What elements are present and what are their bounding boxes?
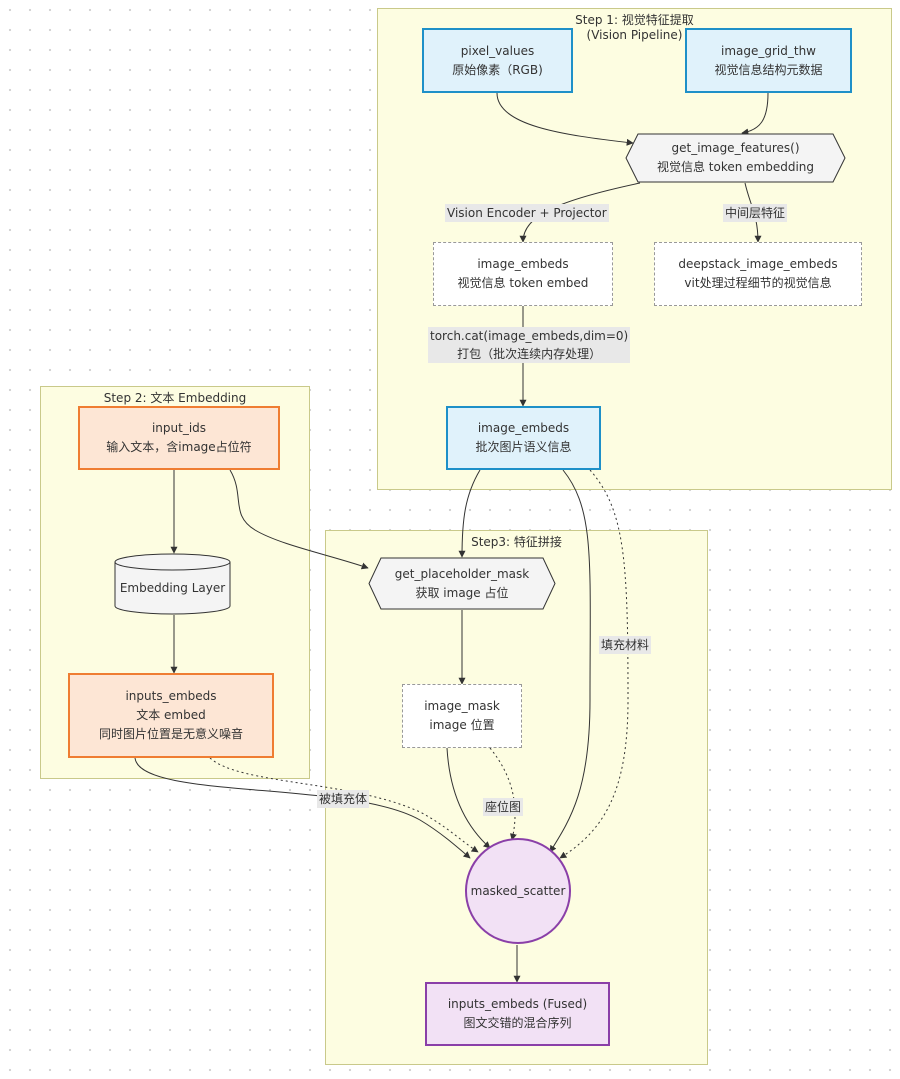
edge-inputs-embeds-to-scatter xyxy=(134,757,471,859)
edge-batch-to-placeholder xyxy=(458,469,481,558)
edge-input-ids-to-placeholder xyxy=(229,469,369,570)
node-masked-scatter-title: masked_scatter xyxy=(470,883,566,898)
edge-label-middle-layer: 中间层特征 xyxy=(723,204,788,222)
node-image-mask: image_mask image 位置 xyxy=(402,684,522,748)
node-inputs-embeds-fused-desc: 图文交错的混合序列 xyxy=(463,1016,572,1030)
edge-pixel-to-features xyxy=(496,92,634,146)
edge-label-torch-cat: torch.cat(image_embeds,dim=0) 打包（批次连续内存处… xyxy=(428,327,631,363)
node-image-embeds-batch-desc: 批次图片语义信息 xyxy=(475,440,572,454)
node-inputs-embeds-title: inputs_embeds xyxy=(125,689,217,703)
node-pixel-values-desc: 原始像素（RGB) xyxy=(452,62,543,77)
hexagon-shape xyxy=(625,133,846,183)
node-get-image-features: get_image_features() 视觉信息 token embeddin… xyxy=(625,133,846,183)
edge-mask-to-scatter xyxy=(446,747,491,849)
cluster-step1-title: Step 1: 视觉特征提取 (Vision Pipeline) xyxy=(575,13,694,42)
node-image-grid-thw-desc: 视觉信息结构元数据 xyxy=(714,62,823,77)
node-embedding-layer-title: Embedding Layer xyxy=(119,580,226,595)
node-image-mask-title: image_mask xyxy=(424,699,500,713)
node-image-embeds-batch: image_embeds 批次图片语义信息 xyxy=(446,406,601,470)
node-image-grid-thw-title: image_grid_thw xyxy=(720,43,816,58)
node-inputs-embeds: inputs_embeds 文本 embed 同时图片位置是无意义噪音 xyxy=(68,673,274,758)
node-image-grid-thw: image_grid_thw 视觉信息结构元数据 xyxy=(685,28,852,93)
edge-label-fill-material: 填充材料 xyxy=(599,636,652,654)
node-inputs-embeds-note: 同时图片位置是无意义噪音 xyxy=(98,727,243,741)
edge-label-vision-encoder: Vision Encoder + Projector xyxy=(445,204,609,222)
node-image-embeds-batch-title: image_embeds xyxy=(477,421,570,435)
edge-batch-to-scatter xyxy=(549,469,591,853)
node-embedding-layer: Embedding Layer xyxy=(114,553,231,615)
node-deepstack-image-embeds: deepstack_image_embeds vit处理过程细节的视觉信息 xyxy=(654,242,862,306)
hexagon-shape xyxy=(368,557,556,610)
node-image-embeds-raw-title: image_embeds xyxy=(477,257,569,271)
edge-inputs-embeds-to-scatter-dotted xyxy=(209,757,479,853)
node-deepstack-desc: vit处理过程细节的视觉信息 xyxy=(684,276,832,290)
edge-label-seat-map: 座位图 xyxy=(483,798,524,816)
node-inputs-embeds-desc: 文本 embed xyxy=(136,708,206,722)
edge-label-torch-cat-line1: torch.cat(image_embeds,dim=0) xyxy=(430,329,629,343)
node-get-placeholder-mask: get_placeholder_mask 获取 image 占位 xyxy=(368,557,556,610)
node-inputs-embeds-fused-title: inputs_embeds (Fused) xyxy=(447,997,588,1011)
node-pixel-values: pixel_values 原始像素（RGB) xyxy=(422,28,573,93)
edge-label-filled-body: 被填充体 xyxy=(317,790,370,808)
cluster-step3-title: Step3: 特征拼接 xyxy=(471,535,562,549)
node-image-embeds-raw-desc: 视觉信息 token embed xyxy=(457,276,589,290)
edge-grid-to-features xyxy=(741,92,769,136)
edge-label-torch-cat-line2: 打包（批次连续内存处理） xyxy=(457,347,602,361)
node-deepstack-title: deepstack_image_embeds xyxy=(678,257,838,271)
node-get-image-features-title: get_image_features() xyxy=(671,141,800,155)
edge-batch-to-scatter-dotted xyxy=(559,469,629,859)
node-image-mask-desc: image 位置 xyxy=(429,718,495,732)
node-input-ids-desc: 输入文本，含image占位符 xyxy=(106,440,252,454)
node-input-ids-title: input_ids xyxy=(151,421,207,435)
node-get-image-features-desc: 视觉信息 token embedding xyxy=(656,160,815,174)
node-get-placeholder-mask-desc: 获取 image 占位 xyxy=(415,585,509,600)
cylinder-shape xyxy=(114,553,231,615)
node-input-ids: input_ids 输入文本，含image占位符 xyxy=(78,406,280,470)
node-image-embeds-raw: image_embeds 视觉信息 token embed xyxy=(433,242,613,306)
node-masked-scatter: masked_scatter xyxy=(465,838,571,944)
edge-mask-to-scatter-dotted xyxy=(489,747,517,841)
node-pixel-values-title: pixel_values xyxy=(460,43,535,58)
node-inputs-embeds-fused: inputs_embeds (Fused) 图文交错的混合序列 xyxy=(425,982,610,1046)
cluster-step2-title: Step 2: 文本 Embedding xyxy=(103,391,247,405)
node-get-placeholder-mask-title: get_placeholder_mask xyxy=(394,566,530,581)
